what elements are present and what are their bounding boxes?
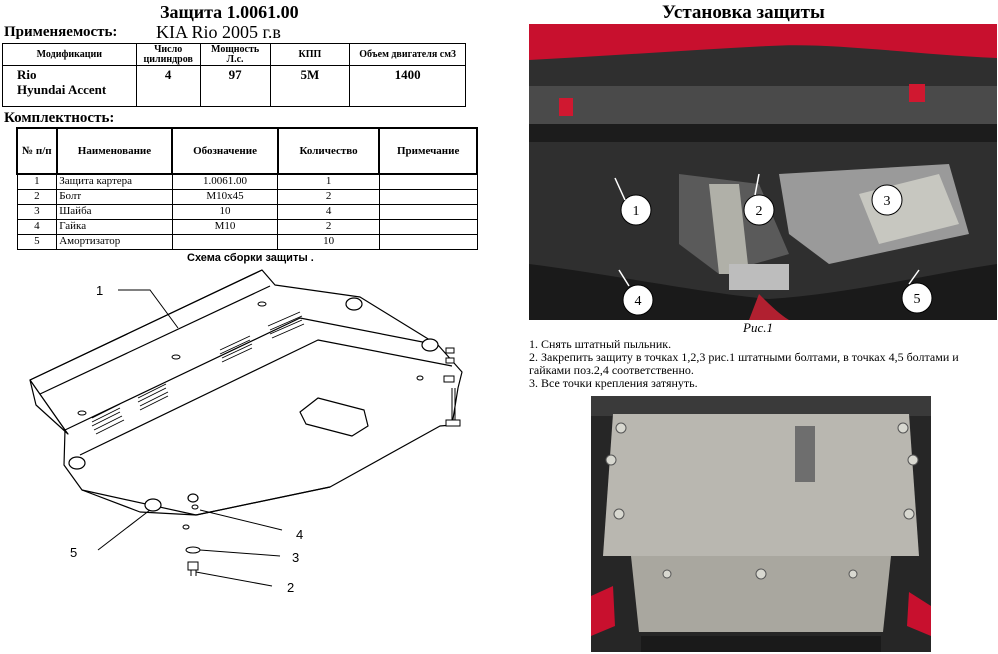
item-qty: 2: [277, 218, 380, 235]
instruction-step: 3. Все точки крепления затянуть.: [529, 376, 698, 390]
plate-hole: [299, 397, 369, 437]
car-model: KIA Rio 2005 г.в: [156, 22, 281, 42]
column-header: Объем двигателя см3: [349, 43, 466, 66]
table-row: 5 Амортизатор 10: [16, 233, 478, 250]
row-number: 3: [16, 203, 58, 220]
photo-marker-5: 5: [914, 292, 921, 307]
installed-plate-photo: [591, 396, 931, 652]
applicability-table: Модификации Число цилиндров Мощность Л.с…: [2, 43, 466, 107]
table-row: 4 Гайка M10 2: [16, 218, 478, 235]
table-row: 3 Шайба 10 4: [16, 203, 478, 220]
protection-plate: [29, 269, 463, 516]
item-note: [378, 188, 478, 205]
item-note: [378, 203, 478, 220]
column-header: Наименование: [55, 127, 174, 175]
front-lip: [29, 379, 69, 435]
item-code: 10: [171, 203, 279, 220]
kit-table: № п/п Наименование Обозначение Количеств…: [16, 127, 478, 250]
photo-marker-3: 3: [884, 194, 891, 209]
applicability-label: Применяемость:: [4, 24, 118, 40]
bushing: [345, 297, 363, 311]
bolt: [187, 561, 199, 571]
item-qty: 10: [277, 233, 380, 250]
modification-cell: Rio Hyundai Accent: [2, 65, 137, 107]
schema-title: Схема сборки защиты .: [187, 252, 314, 264]
item-name: Болт: [56, 188, 173, 205]
item-note: [378, 218, 478, 235]
cylinders-cell: 4: [135, 65, 201, 107]
callout-5: 5: [70, 545, 77, 560]
install-title: Установка защиты: [662, 2, 825, 23]
instruction-step: 2. Закрепить защиту в точках 1,2,3 рис.1…: [529, 350, 959, 377]
photo-marker-2: 2: [756, 204, 763, 219]
assembly-drawing: 1 2 3 4 5: [29, 269, 463, 595]
row-number: 4: [16, 218, 58, 235]
callout-4: 4: [296, 527, 303, 542]
item-note: [378, 173, 478, 190]
underbody-photo: 1 2 3 4 5: [529, 24, 997, 320]
kit-label: Комплектность:: [4, 110, 115, 126]
item-name: Гайка: [56, 218, 173, 235]
volume-cell: 1400: [349, 65, 466, 107]
column-header: Модификации: [2, 43, 137, 66]
item-note: [378, 233, 478, 250]
row-number: 1: [16, 173, 58, 190]
item-qty: 4: [277, 203, 380, 220]
power-cell: 97: [199, 65, 271, 107]
photo-marker-4: 4: [635, 294, 642, 309]
column-header: Обозначение: [171, 127, 279, 175]
item-name: Защита картера: [56, 173, 173, 190]
gearbox-cell: 5M: [269, 65, 351, 107]
column-header: КПП: [269, 43, 351, 66]
instructions: 1. Снять штатный пыльник. 2. Закрепить з…: [529, 338, 995, 390]
bushing: [144, 498, 162, 512]
callout-2: 2: [287, 580, 294, 595]
table-row: 2 Болт M10x45 2: [16, 188, 478, 205]
column-header: № п/п: [16, 127, 58, 175]
column-header: Количество: [276, 127, 381, 175]
item-code: [171, 233, 279, 250]
item-code: M10: [171, 218, 279, 235]
callout-3: 3: [292, 550, 299, 565]
row-number: 5: [16, 233, 58, 250]
washer: [185, 546, 201, 554]
model-name: Hyundai Accent: [17, 82, 107, 97]
item-qty: 1: [277, 173, 380, 190]
item-name: Шайба: [56, 203, 173, 220]
model-name: Rio: [17, 67, 37, 82]
item-code: M10x45: [171, 188, 279, 205]
column-header: Примечание: [378, 127, 478, 175]
figure-caption: Рис.1: [743, 320, 773, 335]
column-header: Мощность Л.с.: [199, 43, 271, 66]
item-name: Амортизатор: [56, 233, 173, 250]
callout-1: 1: [96, 283, 103, 298]
instruction-step: 1. Снять штатный пыльник.: [529, 337, 672, 351]
column-header: Число цилиндров: [135, 43, 201, 66]
table-row: 1 Защита картера 1.0061.00 1: [16, 173, 478, 190]
document-title: Защита 1.0061.00: [160, 2, 299, 22]
bushing: [421, 338, 439, 352]
bushing: [68, 456, 86, 470]
photo-marker-1: 1: [633, 204, 640, 219]
item-code: 1.0061.00: [171, 173, 279, 190]
item-qty: 2: [277, 188, 380, 205]
row-number: 2: [16, 188, 58, 205]
